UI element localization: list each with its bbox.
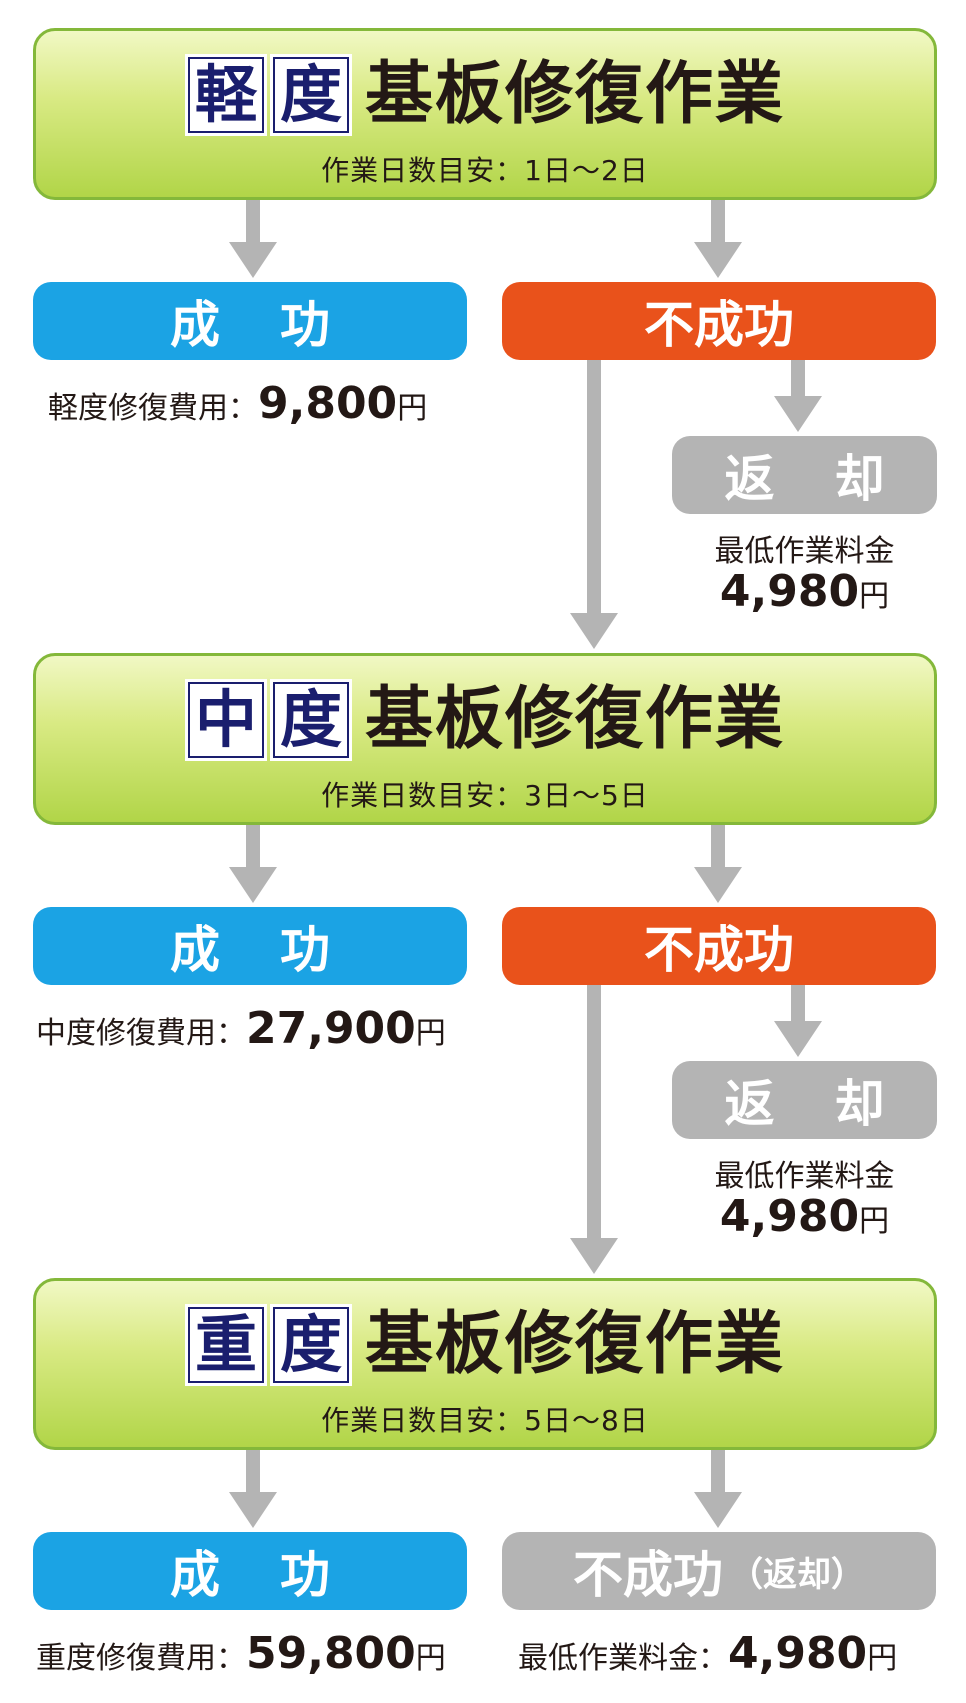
return-suffix: （返却） xyxy=(729,1554,865,1595)
degree-kanji: 度 xyxy=(272,57,349,133)
degree-kanji: 度 xyxy=(272,682,349,758)
cost-amount: 27,900 xyxy=(246,1003,416,1054)
stage-title-text: 基板修復作業 xyxy=(364,1305,785,1384)
degree-kanji-box: 度 xyxy=(269,54,352,136)
return-label: 返却 xyxy=(724,450,945,508)
currency: 円 xyxy=(397,391,428,426)
return-label: 返却 xyxy=(724,1075,945,1133)
return-pill-medium: 返却 xyxy=(672,1061,937,1139)
arrow-stage2-to-success xyxy=(229,825,277,903)
stage-duration: 作業日数目安：1日〜2日 xyxy=(321,154,649,187)
level-kanji: 中 xyxy=(187,682,264,758)
level-kanji: 軽 xyxy=(187,57,264,133)
stage-medium-box: 中 度 基板修復作業 作業日数目安：3日〜5日 xyxy=(33,653,937,825)
min-fee-amount: 4,980 xyxy=(719,1191,860,1242)
arrow-stage3-to-success xyxy=(229,1450,277,1528)
return-pill-light: 返却 xyxy=(672,436,937,514)
arrow-stage3-to-failure xyxy=(694,1450,742,1528)
stage-medium-title: 中 度 基板修復作業 xyxy=(36,678,934,762)
min-fee-label-light: 最低作業料金 xyxy=(714,534,895,569)
currency: 円 xyxy=(867,1641,898,1676)
currency: 円 xyxy=(859,579,890,614)
stage-title-text: 基板修復作業 xyxy=(364,55,785,134)
failure-pill-light: 不成功 xyxy=(502,282,936,360)
success-label: 成功 xyxy=(170,296,390,354)
level-kanji-box: 中 xyxy=(184,679,267,761)
arrow-failure1-to-return xyxy=(774,360,822,432)
arrow-stage1-to-failure xyxy=(694,200,742,278)
degree-kanji-box: 度 xyxy=(269,679,352,761)
stage-light-title: 軽 度 基板修復作業 xyxy=(36,53,934,137)
degree-kanji: 度 xyxy=(272,1307,349,1383)
failure-label: 不成功 xyxy=(573,1546,723,1604)
arrow-failure2-to-stage3 xyxy=(570,985,618,1274)
stage-light-box: 軽 度 基板修復作業 作業日数目安：1日〜2日 xyxy=(33,28,937,200)
stage-heavy-title: 重 度 基板修復作業 xyxy=(36,1303,934,1387)
success-label: 成功 xyxy=(170,921,390,979)
min-fee-label-medium: 最低作業料金 xyxy=(714,1159,895,1194)
failure-label: 不成功 xyxy=(644,921,794,979)
min-fee-amount: 4,980 xyxy=(719,566,860,617)
currency: 円 xyxy=(859,1204,890,1239)
success-cost-light: 軽度修復費用：9,800円 xyxy=(48,378,427,429)
stage-duration: 作業日数目安：3日〜5日 xyxy=(321,779,649,812)
currency: 円 xyxy=(415,1641,446,1676)
failure-label: 不成功 xyxy=(644,296,794,354)
level-kanji-box: 軽 xyxy=(184,54,267,136)
success-pill-heavy: 成功 xyxy=(33,1532,467,1610)
success-pill-medium: 成功 xyxy=(33,907,467,985)
stage-duration: 作業日数目安：5日〜8日 xyxy=(321,1404,649,1437)
min-fee-heavy: 最低作業料金：4,980円 xyxy=(518,1628,897,1679)
cost-amount: 9,800 xyxy=(258,378,398,429)
stage-heavy-box: 重 度 基板修復作業 作業日数目安：5日〜8日 xyxy=(33,1278,937,1450)
success-cost-medium: 中度修復費用：27,900円 xyxy=(36,1003,446,1054)
min-fee-amount-medium: 4,980円 xyxy=(672,1191,937,1242)
success-cost-heavy: 重度修復費用：59,800円 xyxy=(36,1628,446,1679)
arrow-failure1-to-stage2 xyxy=(570,360,618,649)
degree-kanji-box: 度 xyxy=(269,1304,352,1386)
success-pill-light: 成功 xyxy=(33,282,467,360)
arrow-failure2-to-return xyxy=(774,985,822,1057)
level-kanji-box: 重 xyxy=(184,1304,267,1386)
cost-amount: 59,800 xyxy=(246,1628,416,1679)
min-fee-amount: 4,980 xyxy=(728,1628,868,1679)
level-kanji: 重 xyxy=(187,1307,264,1383)
failure-return-pill-heavy: 不成功（返却） xyxy=(502,1532,936,1610)
min-fee-amount-light: 4,980円 xyxy=(672,566,937,617)
stage-title-text: 基板修復作業 xyxy=(364,680,785,759)
arrow-stage2-to-failure xyxy=(694,825,742,903)
cost-label: 中度修復費用： xyxy=(36,1016,246,1051)
min-fee-label: 最低作業料金： xyxy=(518,1641,728,1676)
cost-label: 重度修復費用： xyxy=(36,1641,246,1676)
cost-label: 軽度修復費用： xyxy=(48,391,258,426)
currency: 円 xyxy=(415,1016,446,1051)
arrow-stage1-to-success xyxy=(229,200,277,278)
failure-pill-medium: 不成功 xyxy=(502,907,936,985)
success-label: 成功 xyxy=(170,1546,390,1604)
